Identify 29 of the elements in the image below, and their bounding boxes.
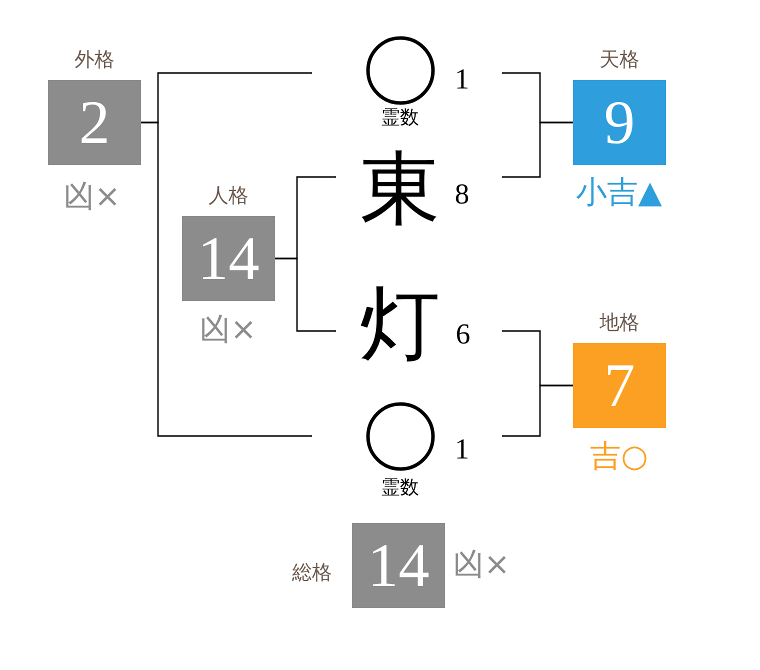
score-box: 2 xyxy=(48,80,141,165)
box-heading: 外格 xyxy=(74,49,114,69)
bracket-line xyxy=(502,122,573,178)
caption-label: 霊数 xyxy=(381,478,419,498)
stroke-count: 6 xyxy=(456,320,470,350)
stroke-count: 1 xyxy=(454,66,470,94)
box-heading: 人格 xyxy=(208,185,248,205)
bracket-line xyxy=(275,258,336,332)
score-box: 14 xyxy=(182,216,275,301)
circle-icon xyxy=(366,402,434,470)
name-character: 灯 xyxy=(360,285,440,365)
box-heading: 地格 xyxy=(600,312,640,332)
stroke-count: 1 xyxy=(454,436,470,464)
bracket-line xyxy=(502,384,573,437)
caption-label: 霊数 xyxy=(381,108,419,128)
result-label: 小吉▲ xyxy=(576,178,662,208)
circle-icon xyxy=(366,36,434,104)
result-label: 凶× xyxy=(200,314,256,346)
stroke-count: 8 xyxy=(454,180,470,210)
box-heading: 総格 xyxy=(292,562,332,582)
bracket-line xyxy=(141,122,312,437)
result-label: 吉○ xyxy=(590,442,648,472)
name-character: 東 xyxy=(360,150,440,230)
score-box: 9 xyxy=(573,80,666,165)
result-label: 凶× xyxy=(453,550,510,580)
score-box: 14 xyxy=(352,523,445,608)
score-box: 7 xyxy=(573,343,666,428)
box-heading: 天格 xyxy=(600,49,640,69)
result-label: 凶× xyxy=(64,182,120,212)
